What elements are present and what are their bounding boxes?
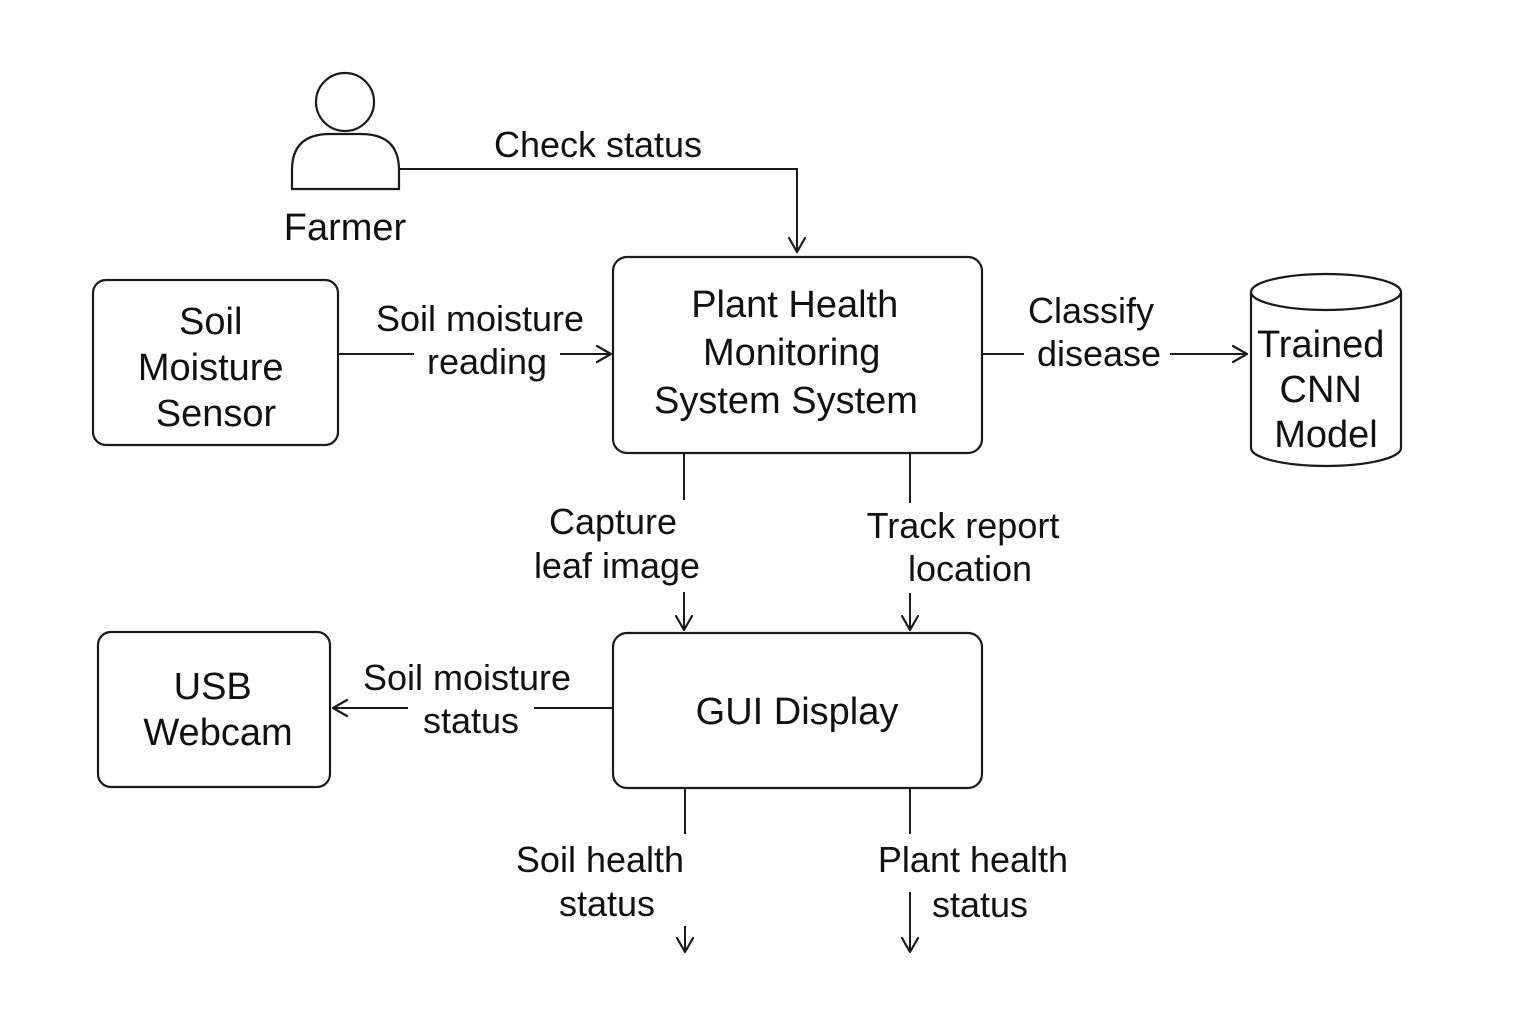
edge-labels: Check status Soil moisture reading Class… — [363, 124, 1164, 925]
soil-moisture-status-label: Soil moisture status — [363, 657, 581, 741]
check-status-connector — [400, 168, 798, 250]
trained-cnn-model-node: Trained CNN Model — [1249, 272, 1403, 468]
monitoring-system-label: Plant Health Monitoring System System — [654, 284, 918, 422]
soil-moisture-reading-label: Soil moisture reading — [376, 298, 594, 382]
soil-moisture-sensor-node: Soil Moisture Sensor — [91, 278, 340, 447]
soil-moisture-sensor-label: Soil Moisture Sensor — [138, 301, 294, 435]
track-report-location-arrowhead — [900, 614, 920, 632]
monitoring-system-node: Plant Health Monitoring System System — [611, 255, 984, 455]
soil-health-status-arrowhead — [675, 936, 695, 954]
track-report-location-label: Track report location — [867, 505, 1070, 589]
usb-webcam-label: USB Webcam — [143, 666, 292, 754]
person-icon — [290, 71, 401, 191]
farmer-actor: Farmer — [284, 71, 407, 249]
plant-health-status-arrowhead — [900, 936, 920, 954]
soil-health-status-label: Soil health status — [516, 839, 694, 924]
soil-moisture-reading-arrowhead — [595, 344, 613, 364]
plant-health-status-label: Plant health status — [878, 839, 1078, 925]
gui-display-node: GUI Display — [611, 631, 984, 790]
trained-cnn-model-label: Trained CNN Model — [1257, 324, 1395, 456]
soil-moisture-status-arrowhead — [331, 698, 349, 718]
capture-leaf-image-arrowhead — [674, 614, 694, 632]
usb-webcam-node: USB Webcam — [96, 630, 332, 789]
gui-display-label: GUI Display — [696, 691, 899, 733]
check-status-label: Check status — [494, 124, 702, 165]
database-cylinder-icon — [1249, 272, 1403, 468]
farmer-label: Farmer — [284, 207, 407, 249]
classify-disease-arrowhead — [1231, 344, 1249, 364]
check-status-arrowhead — [787, 236, 807, 254]
capture-leaf-image-label: Capture leaf image — [534, 501, 700, 586]
label-masks — [408, 334, 1170, 926]
classify-disease-label: Classify disease — [1028, 290, 1164, 374]
